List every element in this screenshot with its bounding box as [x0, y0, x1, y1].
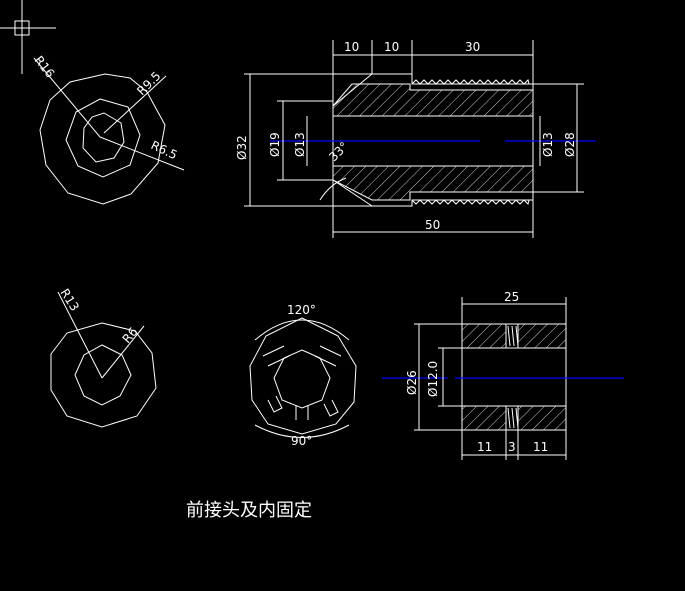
dim-len-50: 50 — [425, 218, 440, 232]
mid-polygon-r95 — [65, 98, 141, 178]
drawing-caption: 前接头及内固定 — [186, 500, 312, 521]
section-view-top: 10 10 30 Ø32 Ø19 Ø13 33° Ø13 Ø28 50 — [235, 40, 596, 238]
hole-top — [505, 323, 519, 349]
dim-d26: Ø26 — [405, 370, 419, 395]
dim-angle-33: 33° — [326, 139, 351, 164]
slot-upper-left — [262, 345, 290, 367]
dim-d13-right: Ø13 — [541, 132, 555, 157]
dim-r95: R9.5 — [134, 69, 163, 98]
dim-r13: R13 — [57, 286, 81, 313]
inner-polygon-r65 — [82, 112, 125, 163]
dim-d13-left: Ø13 — [293, 132, 307, 157]
dim-d12: Ø12.0 — [426, 361, 440, 397]
slot-bottom-mid — [295, 406, 309, 420]
dim-angle-90: 90° — [291, 434, 312, 448]
front-view-bottom: R13 R6 — [50, 286, 157, 428]
dim-top-10a: 10 — [344, 40, 359, 54]
dim-s11-right: 11 — [533, 440, 548, 454]
ring-outer — [249, 317, 357, 435]
dim-w25: 25 — [504, 290, 519, 304]
upper-wall-hatch — [332, 83, 534, 117]
clamp-ring-view: 120° 90° — [249, 303, 357, 448]
dim-d28: Ø28 — [563, 132, 577, 157]
front-view-top: R16 R9.5 R6.5 — [32, 53, 185, 205]
hole-bottom — [505, 405, 519, 431]
dim-angle-120: 120° — [287, 303, 316, 317]
dim-r65: R6.5 — [149, 138, 180, 162]
slot-bottom-left — [267, 395, 283, 413]
lower-wall-hatch — [332, 165, 534, 201]
section-view-bottom: 25 Ø26 Ø12.0 11 3 11 — [382, 290, 624, 460]
outer-polygon-r16 — [39, 73, 166, 205]
ring-inner — [273, 349, 331, 409]
dim-top-10b: 10 — [384, 40, 399, 54]
slot-bottom-right — [323, 399, 339, 417]
slot-upper-right — [314, 345, 342, 367]
dim-s11-left: 11 — [477, 440, 492, 454]
inner-polygon-r6 — [74, 344, 132, 406]
crosshair-icon — [0, 0, 56, 74]
dim-s3: 3 — [508, 440, 516, 454]
dim-r16: R16 — [32, 53, 58, 80]
dim-d32: Ø32 — [235, 135, 249, 160]
dim-d19: Ø19 — [268, 132, 282, 157]
dim-top-30: 30 — [465, 40, 480, 54]
outer-polygon-r13 — [50, 322, 157, 428]
